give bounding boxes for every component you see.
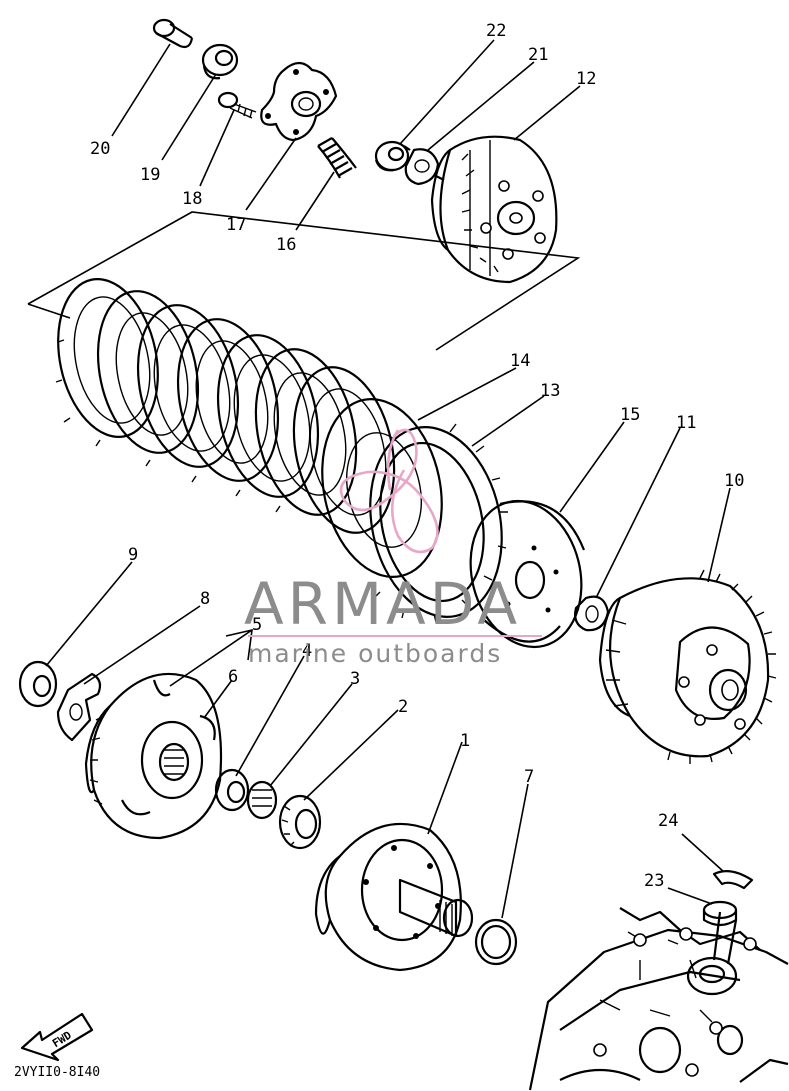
part-21-washer: [403, 145, 445, 186]
plate-1: [57, 278, 159, 438]
part-4-washer: [214, 768, 250, 812]
plate-3: [136, 304, 240, 468]
part-2-bearing: [278, 794, 322, 850]
callout-13: 13: [540, 381, 560, 401]
part-11-circlip: [574, 595, 610, 632]
watermark-subtitle: marine outboards: [248, 639, 502, 668]
leader-lines: [45, 39, 731, 919]
callout-4: 4: [302, 641, 312, 661]
callout-16: 16: [276, 235, 296, 255]
callout-10: 10: [724, 471, 744, 491]
callout-3: 3: [350, 669, 360, 689]
plate-stack-bracket: [27, 211, 581, 351]
callout-17: 17: [226, 215, 246, 235]
callout-15: 15: [620, 405, 640, 425]
part-19-bearing: [201, 43, 239, 80]
callout-8: 8: [200, 589, 210, 609]
part-1-clutch-drum: [314, 822, 474, 972]
part-22-nut: [374, 140, 410, 172]
part-5-6-clutch-carrier: [84, 672, 223, 840]
callout-11: 11: [676, 413, 696, 433]
callout-9: 9: [128, 545, 138, 565]
callout-12: 12: [576, 69, 596, 89]
part-20-bolt: [152, 18, 194, 49]
part-18-screw: [217, 91, 257, 119]
callout-6: 6: [228, 667, 238, 687]
plate-2: [96, 290, 200, 454]
part-7-o-ring: [474, 918, 518, 966]
clutch-plate-stack: [55, 278, 443, 578]
part-17-plate: [260, 61, 338, 142]
part-12-clutch-boss: [430, 135, 558, 284]
part-8-lock-plate: [56, 672, 102, 742]
callout-5: 5: [252, 615, 262, 635]
plate-7: [292, 366, 396, 534]
part-15-plate: [469, 499, 586, 649]
callout-20: 20: [90, 139, 110, 159]
part-9-washer: [18, 660, 58, 708]
part-16-spring: [317, 137, 357, 179]
callout-18: 18: [182, 189, 202, 209]
callout-2: 2: [398, 697, 408, 717]
callout-labels: 1 2 3 4 5 6 7 8 9 10 11 12 13 14 15 16 1…: [90, 21, 744, 891]
callout-22: 22: [486, 21, 506, 41]
callout-14: 14: [510, 351, 530, 371]
plate-6: [254, 348, 358, 516]
fwd-arrow-icon: FWD: [20, 1012, 94, 1062]
part-10-clutch-housing: [598, 569, 777, 764]
part-24-circlip: [712, 869, 754, 890]
callout-1: 1: [460, 731, 470, 751]
watermark: ARMADA marine outboards: [244, 428, 542, 668]
callout-21: 21: [528, 45, 548, 65]
callout-23: 23: [644, 871, 664, 891]
diagram-code: 2VYII0-8I40: [14, 1065, 100, 1080]
callout-7: 7: [524, 767, 534, 787]
part-3-collar: [246, 780, 278, 820]
watermark-pink-swirl: [339, 428, 439, 554]
callout-19: 19: [140, 165, 160, 185]
crankcase-section: [528, 907, 789, 1091]
callout-24: 24: [658, 811, 678, 831]
watermark-title: ARMADA: [244, 570, 521, 638]
plate-4: [176, 318, 280, 482]
